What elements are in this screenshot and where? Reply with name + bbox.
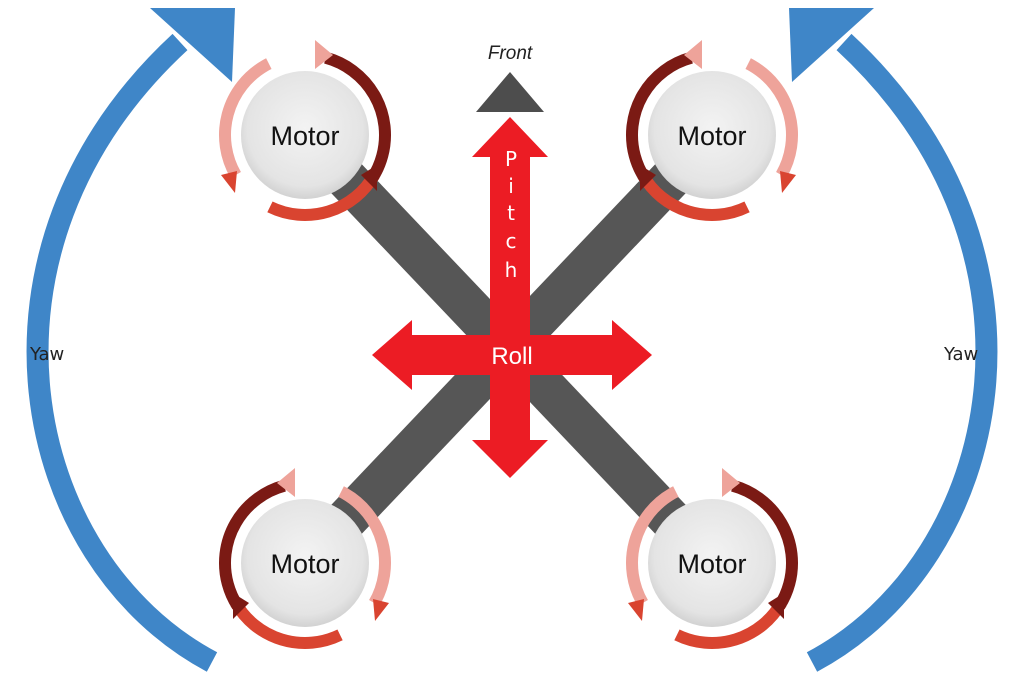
- motor-label: Motor: [270, 121, 339, 151]
- yaw-arrow-left-head-icon: [150, 8, 235, 82]
- yaw-arrow-right-head-icon: [789, 8, 874, 82]
- motor-face: [241, 71, 369, 199]
- rotation-arrows-icon: [626, 468, 798, 649]
- pitch-letter-1: P: [505, 147, 517, 171]
- motor-label: Motor: [677, 121, 746, 151]
- front-label: Front: [488, 43, 533, 64]
- motor-label: Motor: [270, 549, 339, 579]
- motor-rear-left: Motor: [219, 468, 391, 649]
- pitch-letter-4: c: [506, 229, 517, 253]
- motor-face: [648, 71, 776, 199]
- yaw-label-left: Yaw: [29, 344, 64, 365]
- pitch-letter-5: h: [505, 258, 518, 282]
- pitch-arrow: [472, 117, 548, 478]
- yaw-arrow-right: [789, 8, 998, 672]
- rotation-arrows-icon: [219, 468, 391, 649]
- front-triangle-icon: [476, 72, 544, 112]
- roll-label: Roll: [491, 343, 532, 370]
- pitch-letter-2: i: [508, 174, 514, 198]
- yaw-arrow-left: [26, 8, 235, 672]
- motor-front-right: Motor: [626, 40, 798, 221]
- rotation-arrows-icon: [219, 40, 391, 221]
- rotation-arrows-icon: [626, 40, 798, 221]
- motor-front-left: Motor: [219, 40, 391, 221]
- pitch-letter-3: t: [507, 201, 515, 225]
- roll-arrow: [372, 320, 652, 390]
- motor-rear-right: Motor: [626, 468, 798, 649]
- motor-label: Motor: [677, 549, 746, 579]
- pitch-label: P i t c h: [505, 147, 518, 282]
- motor-face: [241, 499, 369, 627]
- yaw-label-right: Yaw: [943, 344, 978, 365]
- motor-face: [648, 499, 776, 627]
